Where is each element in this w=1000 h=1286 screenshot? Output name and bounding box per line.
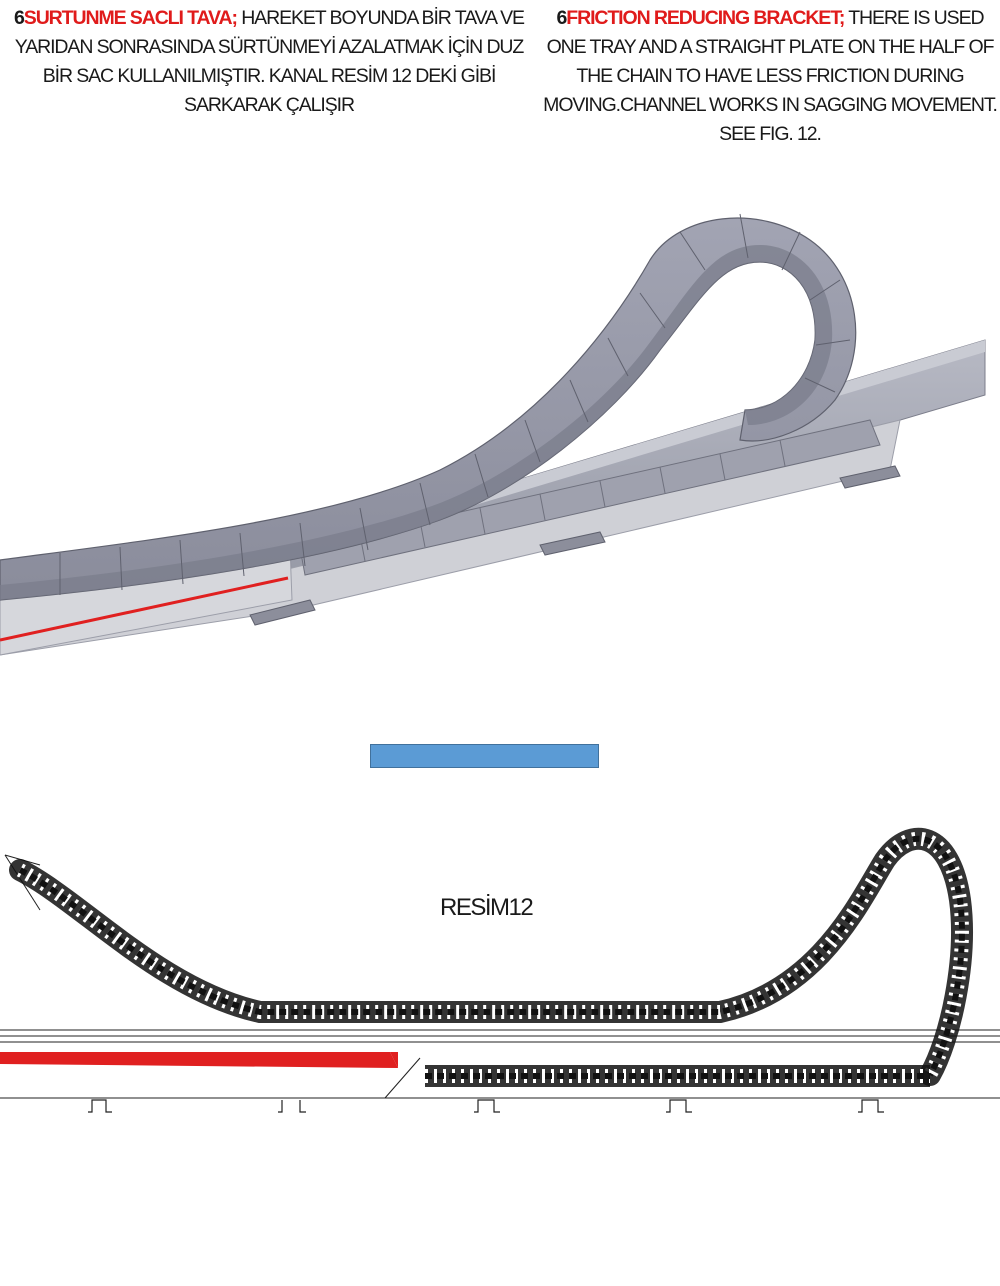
section-body: HAREKET BOYUNDA BİR TAVA VE YARIDAN SONR… bbox=[14, 7, 525, 116]
section-number: 6 bbox=[556, 7, 568, 29]
section-heading: SURTUNME SACLI TAVA; bbox=[23, 7, 238, 29]
section-body: THERE IS USED ONE TRAY AND A STRAIGHT PL… bbox=[543, 7, 998, 145]
english-description: 6FRICTION REDUCING BRACKET; THERE IS USE… bbox=[540, 4, 1000, 149]
cable-carrier-line-drawing bbox=[0, 827, 1000, 1113]
figure-label: RESİM12 bbox=[440, 894, 534, 921]
section-number: 6 bbox=[14, 7, 25, 29]
turkish-description: 6SURTUNME SACLI TAVA; HAREKET BOYUNDA Bİ… bbox=[4, 4, 534, 120]
cable-carrier-3d-render bbox=[0, 213, 986, 656]
blue-bar bbox=[370, 744, 599, 768]
section-heading: FRICTION REDUCING BRACKET; bbox=[566, 7, 845, 29]
